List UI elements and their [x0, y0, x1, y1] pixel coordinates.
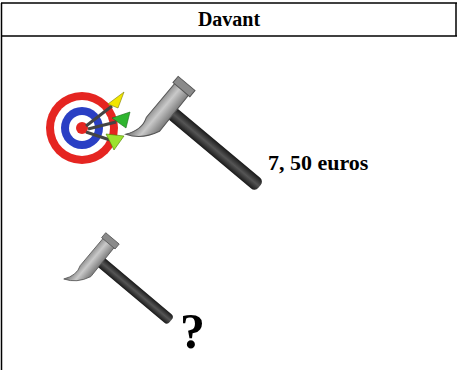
- column-header: Davant: [198, 9, 260, 29]
- price-label: 7, 50 euros: [268, 152, 368, 174]
- hammer-icon: [126, 74, 280, 221]
- question-mark: ?: [180, 306, 205, 356]
- table-frame: [1, 3, 457, 370]
- darts: [86, 92, 130, 150]
- dart-target: [46, 92, 118, 164]
- hammer-icon: [64, 231, 187, 349]
